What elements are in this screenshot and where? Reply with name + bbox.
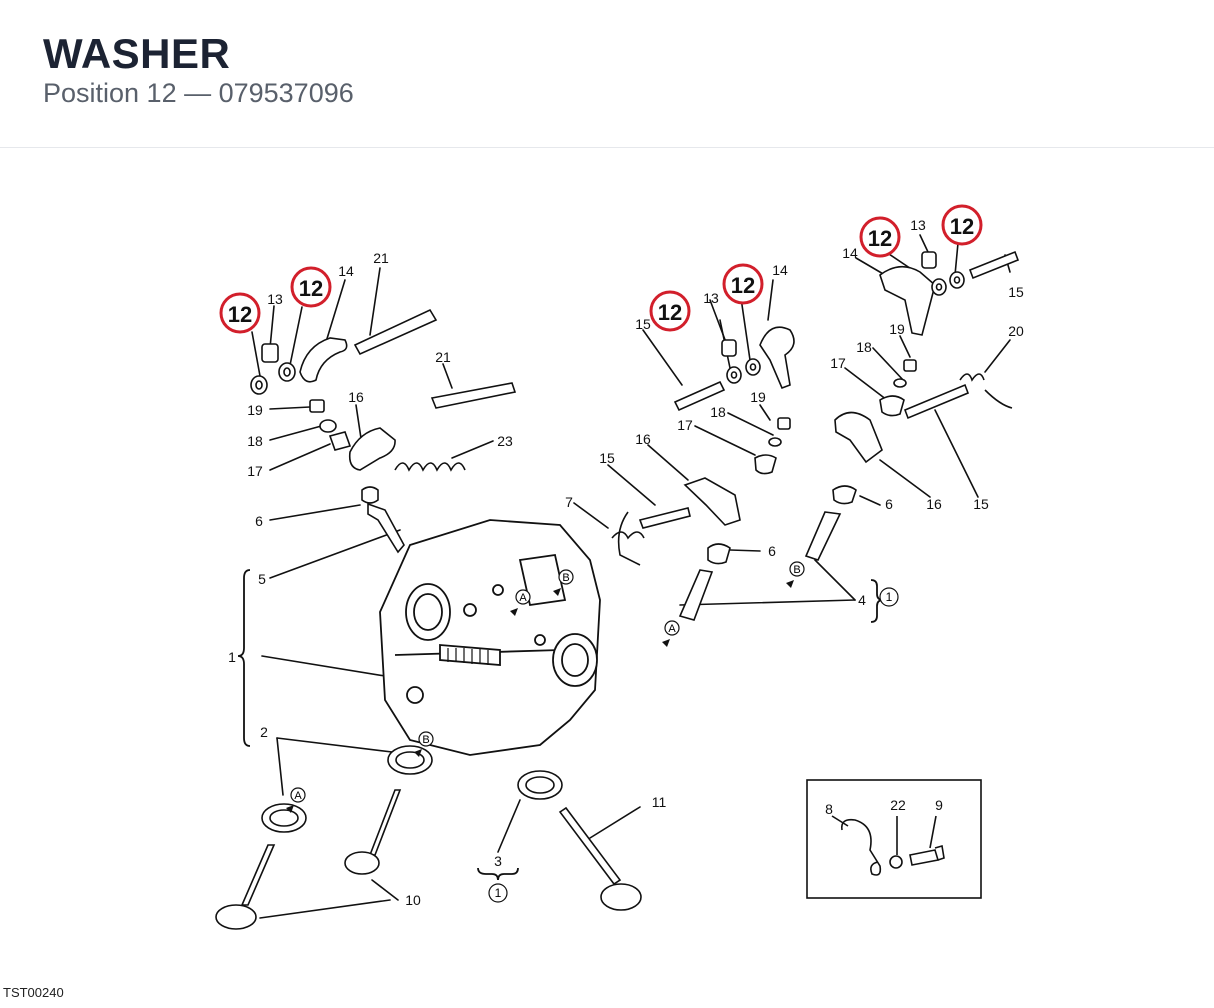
exploded-parts-diagram: 12 12 12 12 12 12 A B A B A B 1 <box>0 148 1214 1003</box>
highlight-12-c[interactable]: 12 <box>649 290 691 332</box>
right-rocker-group <box>804 250 1020 561</box>
callout: 4 <box>858 592 866 608</box>
callout: 19 <box>247 402 263 418</box>
callout: 13 <box>703 290 719 306</box>
callout: 14 <box>842 245 858 261</box>
svg-text:1: 1 <box>495 886 502 900</box>
callout: 6 <box>885 496 893 512</box>
ref-marker-a: A <box>510 589 531 616</box>
callout: 2 <box>260 724 268 740</box>
highlight-12-f[interactable]: 12 <box>941 204 983 246</box>
highlight-12-b[interactable]: 12 <box>290 266 332 308</box>
callout: 15 <box>1008 284 1024 300</box>
callout: 18 <box>710 404 726 420</box>
highlight-12-d[interactable]: 12 <box>722 263 764 305</box>
page-title: WASHER <box>43 30 231 77</box>
callout: 15 <box>599 450 615 466</box>
svg-text:B: B <box>562 572 569 584</box>
callout: 1 <box>228 649 236 665</box>
middle-rocker-group <box>611 326 795 621</box>
ref-marker-b: B <box>553 569 574 596</box>
ref-marker-a3: A <box>662 620 680 647</box>
callout-numbers: 13 14 21 19 18 17 16 21 23 6 5 1 2 10 3 … <box>228 217 1024 908</box>
highlight-label: 12 <box>299 276 323 301</box>
svg-text:B: B <box>422 734 429 746</box>
callout: 17 <box>830 355 846 371</box>
note-marker: 1 <box>879 587 899 607</box>
highlight-label: 12 <box>228 302 252 327</box>
svg-text:A: A <box>294 790 302 802</box>
callout: 13 <box>910 217 926 233</box>
callout: 17 <box>247 463 263 479</box>
note-marker: 1 <box>488 883 508 903</box>
callout: 10 <box>405 892 421 908</box>
callout: 8 <box>825 801 833 817</box>
callout: 14 <box>772 262 788 278</box>
reference-markers: A B A B A B <box>286 561 805 813</box>
svg-text:A: A <box>668 623 676 635</box>
callout: 6 <box>255 513 263 529</box>
cylinder-head-fins <box>447 648 489 665</box>
callout: 21 <box>373 250 389 266</box>
highlight-label: 12 <box>658 300 682 325</box>
callout: 23 <box>497 433 513 449</box>
callout: 15 <box>635 316 651 332</box>
left-rocker-group <box>250 308 517 554</box>
callout: 16 <box>926 496 942 512</box>
callout: 9 <box>935 797 943 813</box>
callout: 6 <box>768 543 776 559</box>
cylinder-head <box>379 519 601 756</box>
callout: 21 <box>435 349 451 365</box>
callout: 15 <box>973 496 989 512</box>
callout: 22 <box>890 797 906 813</box>
callout: 18 <box>247 433 263 449</box>
ref-marker-a2: A <box>286 787 306 813</box>
callout: 13 <box>267 291 283 307</box>
callout: 16 <box>348 389 364 405</box>
highlight-12-a[interactable]: 12 <box>219 292 261 334</box>
circled-notes: 1 1 <box>488 587 899 903</box>
callout: 19 <box>889 321 905 337</box>
highlight-label: 12 <box>950 214 974 239</box>
svg-text:B: B <box>793 564 800 576</box>
callout: 14 <box>338 263 354 279</box>
highlight-12-e[interactable]: 12 <box>859 216 901 258</box>
svg-text:A: A <box>519 592 527 604</box>
leader-lines <box>251 234 1011 919</box>
position-12-highlights: 12 12 12 12 12 12 <box>219 204 983 334</box>
valve-seats-and-valves <box>215 745 642 930</box>
page-header: WASHER Position 12 — 079537096 <box>0 0 1214 148</box>
callout: 18 <box>856 339 872 355</box>
callout: 17 <box>677 417 693 433</box>
callout: 3 <box>494 853 502 869</box>
callout: 11 <box>652 794 667 810</box>
callout: 16 <box>635 431 651 447</box>
drawing-code: TST00240 <box>3 985 64 1000</box>
ref-marker-b2: B <box>414 731 434 757</box>
callout: 7 <box>565 494 573 510</box>
highlight-label: 12 <box>868 226 892 251</box>
inset-detail-box <box>806 779 982 899</box>
parts-drawing: 12 12 12 12 12 12 A B A B A B 1 <box>215 204 1024 930</box>
part-subtitle: Position 12 — 079537096 <box>43 78 354 108</box>
callout: 20 <box>1008 323 1024 339</box>
ref-marker-b3: B <box>786 561 805 588</box>
callout: 19 <box>750 389 766 405</box>
callout: 5 <box>258 571 266 587</box>
highlight-label: 12 <box>731 273 755 298</box>
svg-text:1: 1 <box>886 590 893 604</box>
